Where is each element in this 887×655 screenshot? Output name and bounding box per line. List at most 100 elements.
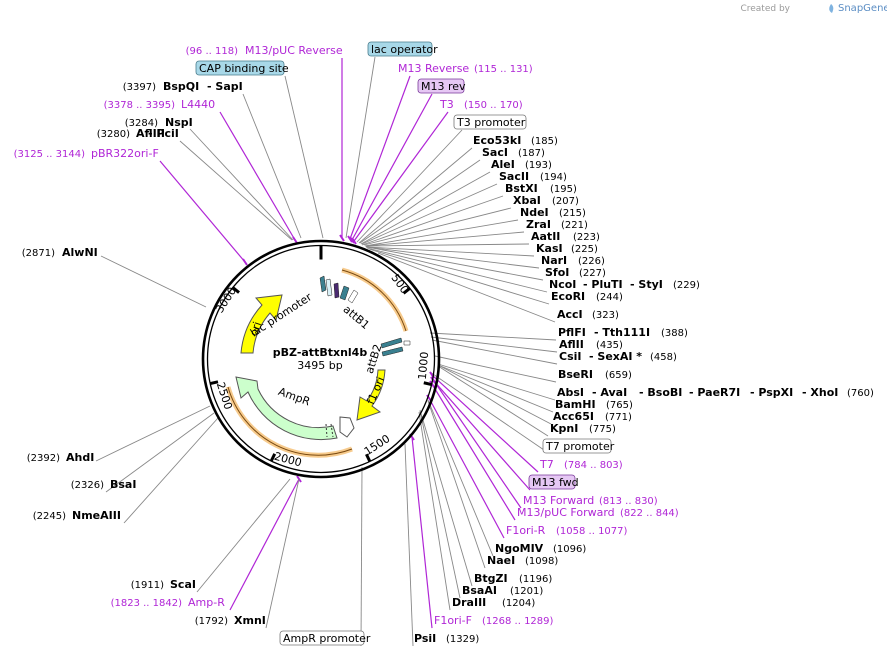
- connector-2: [284, 75, 324, 239]
- connector-54: [265, 478, 300, 629]
- map-label-lab_03: CAP binding site: [199, 62, 289, 75]
- map-label-lab_90: NmeAIII: [72, 509, 121, 522]
- map-label-lab_36: ZraI: [526, 218, 551, 231]
- map-label-lab_47: (227): [579, 268, 606, 279]
- feature-label-ampr: AmpR: [277, 385, 313, 409]
- map-label-lab_44: NarI: [541, 254, 567, 267]
- connector-28: [429, 332, 557, 341]
- map-label-lab_35: (215): [559, 208, 586, 219]
- watermark-created-by: Created by: [740, 4, 790, 14]
- connector-55: [360, 466, 363, 647]
- connector-22: [365, 246, 535, 257]
- map-label-lab_28: SacII: [499, 170, 529, 183]
- lac-highlight-edge: [341, 269, 407, 332]
- map-label-lab_33: (207): [552, 196, 579, 207]
- connector-38: [432, 379, 531, 491]
- map-label-lab_106: Amp-R: [188, 596, 225, 609]
- map-label-lab_68: - BsoBI: [639, 386, 682, 399]
- connector-19: [365, 231, 525, 247]
- label-connectors: [95, 56, 558, 647]
- map-label-lab_64: BseRI: [558, 368, 593, 381]
- map-label-lab_45: (226): [578, 256, 605, 267]
- map-label-lab_58: (388): [661, 328, 688, 339]
- map-label-lab_60: (435): [596, 340, 623, 351]
- map-label-lab_14: (3284): [125, 118, 158, 129]
- map-label-lab_19: - PciI: [148, 127, 179, 140]
- map-label-lab_06: (3397): [123, 82, 156, 93]
- ring-tick-500: [402, 287, 411, 295]
- label-box-lab_02: [367, 41, 433, 57]
- map-label-lab_94: (1058 .. 1077): [556, 526, 628, 537]
- ori-feature[interactable]: [240, 294, 283, 354]
- map-label-lab_69: - PaeR7I: [689, 386, 740, 399]
- map-label-lab_85: BsaI: [110, 478, 136, 491]
- connector-29: [430, 336, 558, 353]
- map-label-lab_86: M13 fwd: [532, 476, 579, 489]
- map-label-lab_105: (1823 .. 1842): [111, 598, 183, 609]
- connector-39: [433, 380, 522, 509]
- map-label-lab_95: NgoMIV: [495, 542, 544, 555]
- primer-site-mark-3: [347, 235, 353, 243]
- ring-tick-1000: [423, 381, 432, 387]
- label-box-lab_16: [453, 114, 527, 130]
- map-label-lab_87: M13 Forward: [523, 494, 594, 507]
- map-label-lab_72: (760): [847, 388, 874, 399]
- map-label-lab_07: BspQI: [163, 80, 199, 93]
- connector-7: [353, 111, 449, 242]
- connector-32: [437, 363, 556, 401]
- connector-26: [368, 248, 550, 305]
- map-label-lab_83: (784 .. 803): [564, 460, 623, 471]
- label-box-lab_03: [195, 60, 285, 76]
- map-label-lab_38: AatII: [531, 230, 560, 243]
- map-label-lab_02: lac operator: [371, 43, 438, 56]
- ring-tick-label-1000: 1000: [416, 351, 431, 380]
- map-label-lab_56: PflFI: [558, 326, 586, 339]
- map-label-lab_13: (150 .. 170): [464, 100, 523, 111]
- connector-16: [361, 195, 504, 246]
- map-label-lab_89: (2245): [33, 511, 66, 522]
- connector-37: [431, 374, 539, 473]
- connector-30: [431, 339, 558, 365]
- lac-promoter-mark: [325, 278, 333, 297]
- map-label-lab_78: (775): [589, 424, 616, 435]
- map-label-lab_55: (323): [592, 310, 619, 321]
- map-label-lab_63: (458): [650, 352, 677, 363]
- map-label-lab_42: KasI: [536, 242, 563, 255]
- attb1-arrow: [347, 289, 359, 304]
- ring-tick-1500: [365, 453, 372, 463]
- map-label-lab_107: DraIII: [452, 596, 486, 609]
- primer-site-mark-6: [292, 236, 298, 244]
- connector-10: [179, 140, 293, 241]
- connector-5: [351, 93, 433, 241]
- connector-18: [364, 219, 519, 247]
- map-label-lab_93: F1ori-R: [506, 524, 546, 537]
- map-label-lab_34: NdeI: [520, 206, 549, 219]
- f1-ori-feature[interactable]: [356, 369, 386, 421]
- map-label-lab_104: (1201): [510, 586, 543, 597]
- feature-label-attb1: attB1: [341, 303, 372, 332]
- primer-site-mark-0: [339, 234, 345, 242]
- map-label-lab_27: (193): [525, 160, 552, 171]
- connector-52: [196, 478, 291, 593]
- map-label-lab_31: (195): [550, 184, 577, 195]
- attb1-mark: [339, 285, 350, 301]
- connector-45: [419, 410, 461, 599]
- connector-23: [365, 246, 540, 269]
- ring-tick-2000: [269, 453, 277, 462]
- connector-42: [427, 399, 494, 557]
- map-label-lab_08: - SapI: [207, 80, 243, 93]
- connector-14: [360, 171, 491, 245]
- connector-24: [366, 246, 544, 281]
- map-label-lab_39: (223): [573, 232, 600, 243]
- connector-48: [404, 443, 414, 647]
- map-label-lab_99: BtgZI: [474, 572, 508, 585]
- map-label-lab_88: (813 .. 830): [599, 496, 658, 507]
- map-label-lab_75: Acc65I: [553, 410, 594, 423]
- map-label-lab_21: (185): [531, 136, 558, 147]
- connector-49: [95, 405, 211, 462]
- ring-tick-2500: [209, 380, 219, 386]
- map-label-lab_41: AlwNI: [62, 246, 98, 259]
- map-label-lab_17: (3280): [97, 129, 130, 140]
- map-label-lab_23: pBR322ori-F: [91, 147, 159, 160]
- connector-8: [189, 128, 294, 241]
